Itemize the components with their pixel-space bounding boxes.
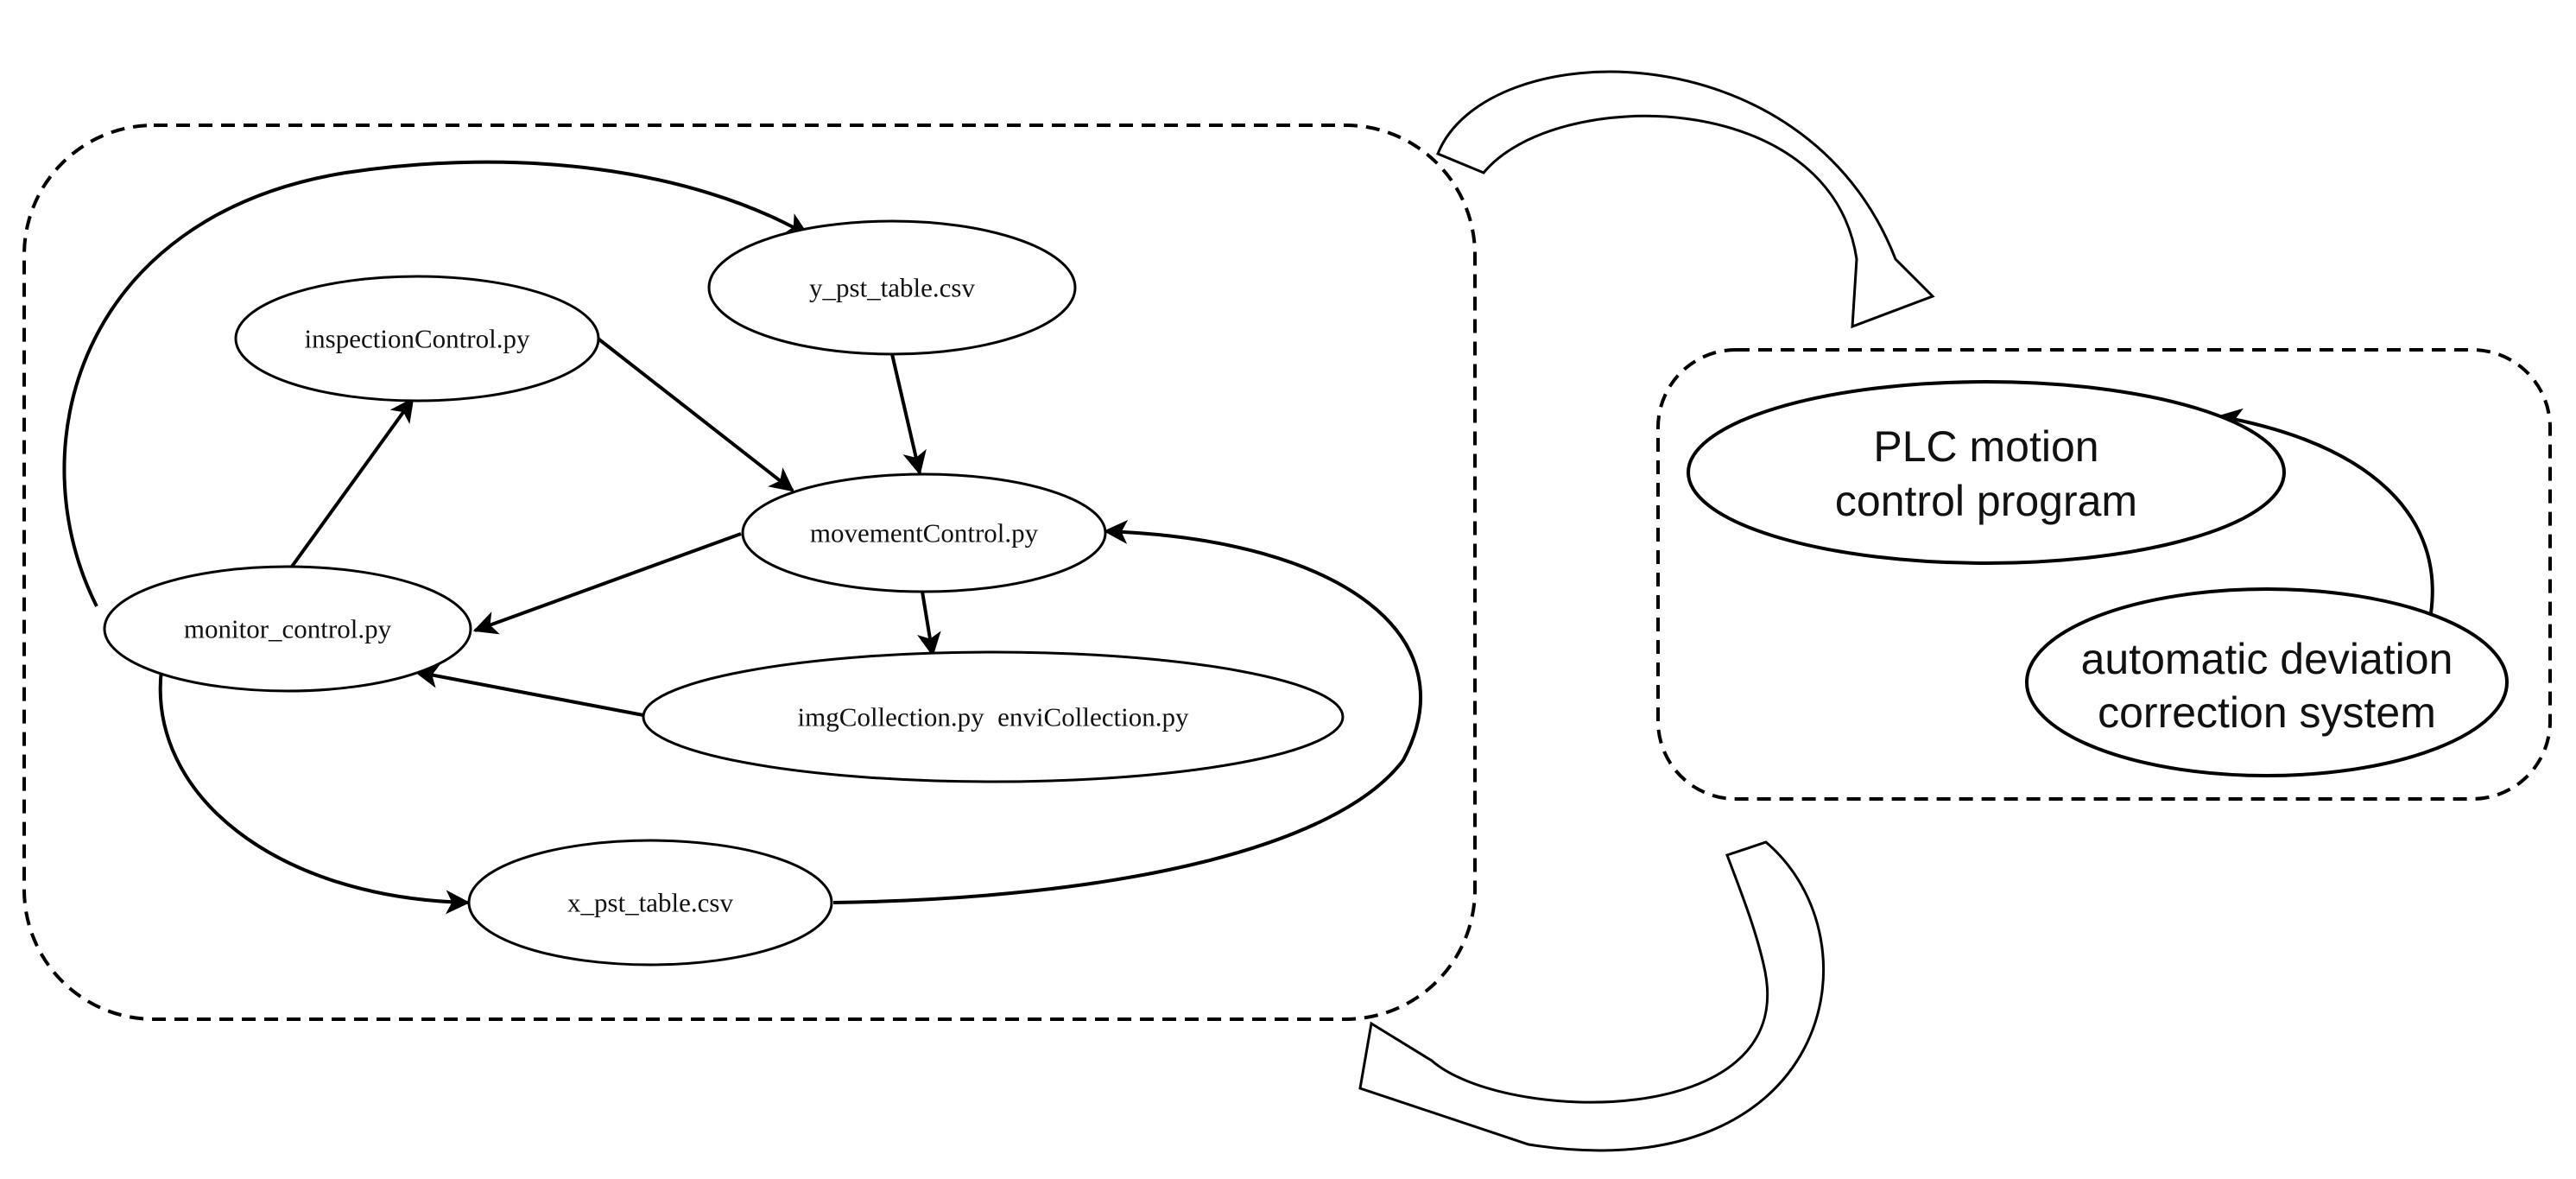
node-collection-label: imgCollection.py enviCollection.py (798, 702, 1189, 732)
node-plc-label-line2: control program (1835, 477, 2137, 525)
flow-arrow-left-to-right (1436, 70, 1935, 329)
edge-y-pst-table-to-movement (890, 353, 927, 476)
edge-monitor-to-inspection (288, 397, 415, 572)
left-group-box (22, 124, 1477, 1021)
edge-x-pst-table-to-movement (832, 519, 1422, 904)
node-automatic-deviation-correction-system: automatic deviation correction system (2025, 587, 2509, 777)
edge-movement-to-collection (917, 591, 941, 657)
node-x-pst-table: x_pst_table.csv (467, 839, 833, 967)
node-movement-control-label: movementControl.py (810, 518, 1039, 548)
node-movement-control: movementControl.py (741, 472, 1107, 593)
edge-adc-to-plc (2217, 408, 2434, 614)
node-y-pst-table: y_pst_table.csv (707, 219, 1077, 356)
edge-movement-to-monitor (472, 532, 742, 635)
node-monitor-control-label: monitor_control.py (184, 614, 392, 644)
edge-monitor-to-x-pst-table (158, 669, 471, 915)
edge-collection-to-monitor (414, 664, 644, 717)
node-monitor-control: monitor_control.py (103, 565, 472, 693)
right-group-box (1656, 348, 2552, 801)
edge-monitor-to-y-pst-table (62, 160, 810, 607)
node-collection: imgCollection.py enviCollection.py (642, 650, 1345, 783)
edge-inspection-to-movement (594, 335, 794, 492)
flow-arrow-right-to-left (1358, 840, 1826, 1152)
node-plc-label-line1: PLC motion (1873, 422, 2098, 471)
node-adc-label-line1: automatic deviation (2081, 635, 2453, 683)
node-inspection-control-label: inspectionControl.py (305, 324, 530, 354)
node-inspection-control: inspectionControl.py (234, 275, 600, 403)
node-y-pst-table-label: y_pst_table.csv (809, 273, 975, 303)
node-plc-motion-control-program: PLC motion control program (1687, 380, 2286, 565)
node-x-pst-table-label: x_pst_table.csv (567, 888, 733, 918)
node-adc-label-line2: correction system (2098, 688, 2436, 737)
